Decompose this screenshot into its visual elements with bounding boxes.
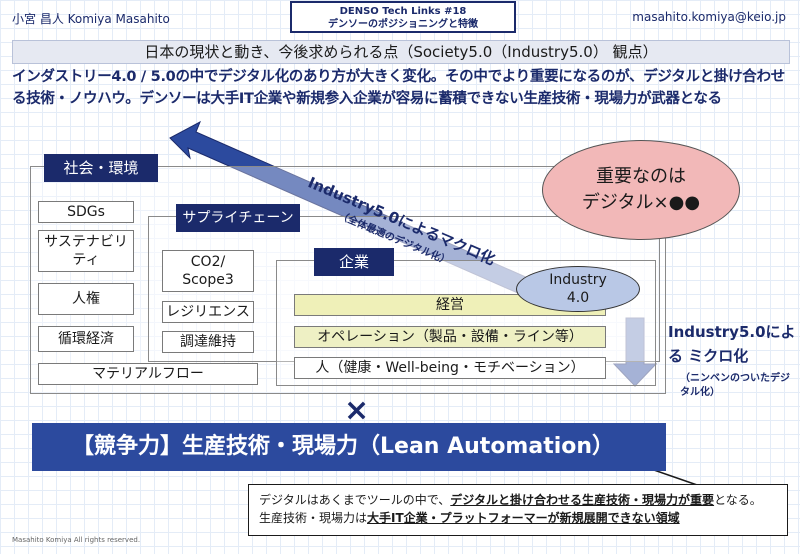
- supply-item-co2: CO2/ Scope3: [162, 250, 254, 292]
- micro-label-main: Industry5.0による ミクロ化: [668, 323, 796, 365]
- society-item-sdgs: SDGs: [38, 201, 134, 223]
- note-box: デジタルはあくまでツールの中で、デジタルと掛け合わせる生産技術・現場力が重要とな…: [248, 484, 788, 536]
- author-name: 小宮 昌人 Komiya Masahito: [12, 12, 170, 26]
- note-line1: デジタルはあくまでツールの中で、デジタルと掛け合わせる生産技術・現場力が重要とな…: [259, 491, 777, 509]
- supply-item-resilience: レジリエンス: [162, 301, 254, 323]
- industry40-line1: Industry: [549, 272, 607, 288]
- note-line1-emphasis: デジタルと掛け合わせる生産技術・現場力が重要: [450, 493, 715, 507]
- competitive-advantage-bar: 【競争力】生産技術・現場力（Lean Automation）: [32, 423, 666, 471]
- company-bar-operation: オペレーション（製品・設備・ライン等）: [294, 326, 606, 348]
- lead-text: インダストリー4.0 / 5.0の中でデジタル化のあり方が大きく変化。その中でよ…: [12, 69, 785, 107]
- industry40-ellipse: Industry 4.0: [516, 266, 640, 312]
- society-item-circular-economy: 循環経済: [38, 326, 134, 352]
- society-item-material-flow: マテリアルフロー: [38, 363, 258, 385]
- industry40-line2: 4.0: [566, 290, 590, 306]
- note-line2-prefix: 生産技術・現場力は: [259, 511, 368, 525]
- company-tag: 企業: [314, 248, 394, 276]
- micro-arrow-icon: [612, 317, 658, 387]
- slide-title-box: DENSO Tech Links #18 デンソーのポジショニングと特徴: [290, 1, 516, 33]
- note-line1-suffix: となる。: [714, 493, 762, 507]
- times-symbol: ×: [344, 393, 370, 428]
- author-email: masahito.komiya@keio.jp: [632, 10, 786, 24]
- slide-title-line1: DENSO Tech Links #18: [339, 6, 467, 17]
- supply-item-procurement: 調達維持: [162, 331, 254, 353]
- slide-title-line2: デンソーのポジショニングと特徴: [328, 19, 478, 30]
- important-line1: 重要なのは: [596, 166, 686, 187]
- note-line2: 生産技術・現場力は大手IT企業・プラットフォーマーが新規展開できない領域: [259, 509, 777, 527]
- note-line1-prefix: デジタルはあくまでツールの中で、: [259, 493, 451, 507]
- company-bar-people: 人（健康・Well-being・モチベーション）: [294, 357, 606, 379]
- society-item-human-rights: 人権: [38, 283, 134, 315]
- copyright: Masahito Komiya All rights reserved.: [12, 536, 141, 544]
- important-ellipse: 重要なのは デジタル×●●: [542, 140, 740, 240]
- micro-label-sub: （ニンベンのついたデジタル化）: [680, 373, 790, 398]
- society-item-sustainability: サステナビリティ: [38, 230, 134, 272]
- section-banner: 日本の現状と動き、今後求められる点（Society5.0（Industry5.0…: [12, 40, 790, 64]
- supply-chain-tag: サプライチェーン: [176, 204, 300, 232]
- note-line2-emphasis: 大手IT企業・プラットフォーマーが新規展開できない領域: [367, 511, 680, 525]
- society-tag: 社会・環境: [44, 154, 158, 182]
- important-line2: デジタル×●●: [581, 192, 701, 213]
